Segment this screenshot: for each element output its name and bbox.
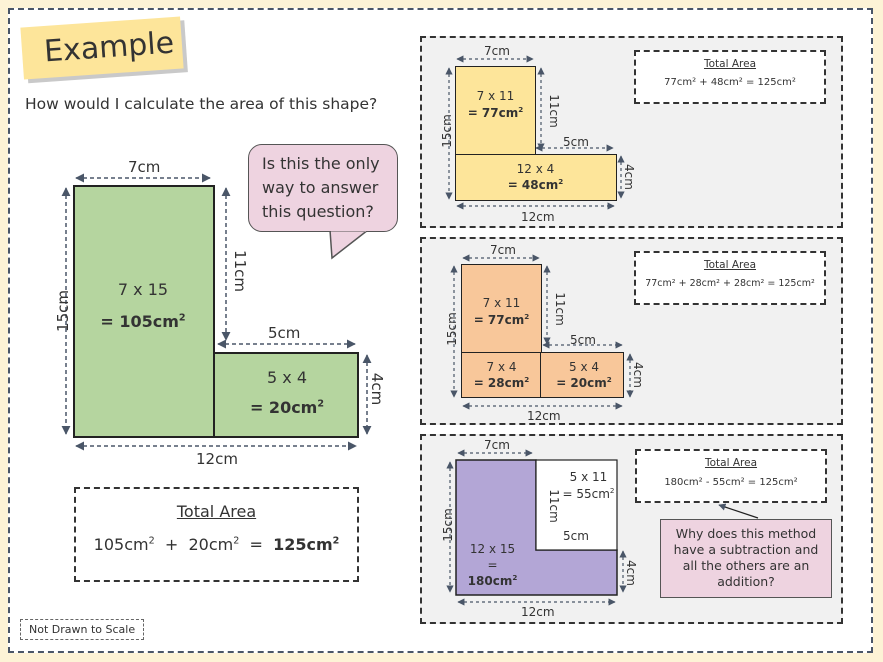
panel2-top-result: = 77cm2: [473, 312, 530, 327]
panel2-bottom-left-rectangle: [461, 352, 542, 398]
panel3-big-result: 180cm2: [467, 573, 518, 588]
panel2-total-title: Total Area: [703, 259, 757, 271]
small-rectangle-result: = 20cm2: [249, 398, 325, 417]
total-area-box: [74, 487, 359, 582]
panel3-dim-inner-v: 11cm: [546, 489, 561, 523]
panel1-top-calc: 7 x 11: [476, 89, 515, 103]
panel1-total-box: [634, 50, 826, 104]
question-text: How would I calculate the area of this s…: [25, 95, 378, 113]
tall-rectangle-calc: 7 x 15: [117, 280, 169, 299]
panel3-dim-bottom: 12cm: [521, 605, 555, 619]
panel1-bottom-calc: 12 x 4: [516, 162, 555, 176]
panel3-total-expression: 180cm² - 55cm² = 125cm²: [664, 477, 798, 488]
panel2-dim-top: 7cm: [490, 243, 516, 257]
dim-inner-horizontal-label: 5cm: [268, 324, 301, 342]
panel1-bottom-rectangle: [455, 154, 617, 201]
total-area-expression: 105cm2 + 20cm2 = 125cm2: [93, 535, 340, 554]
dim-top-label: 7cm: [128, 158, 161, 176]
panel3-big-eq: =: [487, 558, 498, 572]
panel3-dim-left: 15cm: [440, 508, 455, 542]
panel2-dim-bottom: 12cm: [527, 409, 561, 423]
panel1-top-rectangle: [455, 66, 536, 156]
panel2-total-expression: 77cm² + 28cm² + 28cm² = 125cm²: [645, 278, 815, 289]
panel3-dim-inner-h: 5cm: [563, 529, 589, 543]
panel2-bottom-right-result: = 20cm2: [556, 375, 612, 390]
panel3-total-title: Total Area: [704, 457, 758, 469]
panel1-dim-bottom: 12cm: [521, 210, 555, 224]
panel1-bottom-result: = 48cm2: [507, 177, 564, 192]
panel2-dim-inner-h: 5cm: [570, 333, 596, 347]
speech-bubble-text: Is this the only way to answer this ques…: [262, 154, 380, 221]
panel3-cutout-calc: 5 x 11: [569, 470, 608, 484]
panel2-bottom-right-rectangle: [540, 352, 624, 398]
panel3-dim-top: 7cm: [484, 438, 510, 452]
total-area-title: Total Area: [176, 502, 257, 521]
panel2-total-box: [634, 251, 826, 305]
panel2-bottom-left-calc: 7 x 4: [486, 360, 517, 374]
panel2-bottom-right-calc: 5 x 4: [569, 360, 599, 374]
small-rectangle: [213, 352, 359, 438]
panel3-cutout-result: = 55cm2: [562, 486, 615, 501]
panel3-dim-right: 4cm: [623, 560, 638, 586]
subtraction-question-text: Why does this method have a subtraction …: [673, 526, 819, 589]
panel1-dim-inner-h: 5cm: [563, 135, 589, 149]
panel3-big-calc: 12 x 15: [469, 542, 516, 556]
small-rectangle-calc: 5 x 4: [267, 368, 307, 387]
tall-rectangle-result: = 105cm2: [100, 312, 186, 331]
subtraction-question-box: [660, 519, 832, 598]
panel3-total-box: [635, 449, 827, 503]
panel2-top-rectangle: [461, 264, 542, 354]
panel1-dim-top: 7cm: [484, 44, 510, 58]
panel2-bottom-left-result: = 28cm2: [473, 375, 530, 390]
panel1-total-title: Total Area: [703, 58, 757, 70]
not-drawn-to-scale-note: Not Drawn to Scale: [20, 619, 145, 640]
panel1-total-expression: 77cm² + 48cm² = 125cm²: [664, 77, 796, 88]
speech-bubble: [248, 144, 398, 232]
panel2-top-calc: 7 x 11: [482, 296, 521, 310]
panel1-top-result: = 77cm2: [467, 105, 524, 120]
dim-bottom-label: 12cm: [196, 450, 238, 468]
tall-rectangle: [73, 185, 215, 438]
